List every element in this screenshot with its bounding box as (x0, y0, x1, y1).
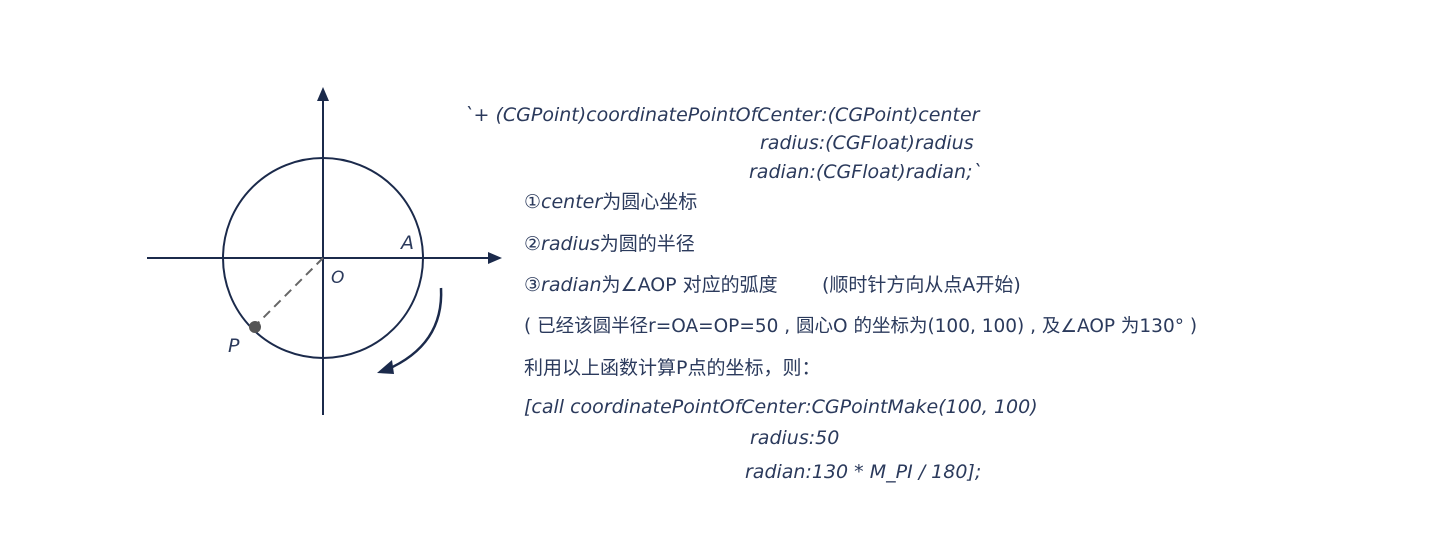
signature-line-1: `+ (CGPoint)coordinatePointOfCenter:(CGP… (464, 104, 980, 126)
circle (222, 157, 424, 359)
clockwise-arrow-head-icon (377, 360, 394, 374)
note-radian: ③radian为∠AOP 对应的弧度 (524, 276, 778, 295)
note-given-values: ( 已经该圆半径r=OA=OP=50 , 圆心O 的坐标为(100, 100) … (524, 316, 1198, 337)
note-center: ①center为圆心坐标 (524, 193, 697, 212)
x-axis-arrow-icon (488, 252, 502, 264)
call-line-3: radian:130 * M_PI / 180]; (745, 461, 982, 483)
note-2-text: 为圆的半径 (599, 233, 695, 255)
note-3-param: radian (541, 274, 602, 296)
note-2-mark: ② (524, 233, 542, 255)
note-3-text-a: 为∠AOP 对应的弧度 (601, 274, 778, 296)
label-o: O (331, 268, 344, 288)
note-1-param: center (541, 191, 603, 213)
note-compute-p: 利用以上函数计算P点的坐标，则： (524, 357, 821, 379)
note-radius: ②radius为圆的半径 (524, 235, 695, 254)
point-p (249, 321, 261, 333)
radius-op-dashed (254, 257, 324, 327)
call-line-1: [call coordinatePointOfCenter:CGPointMak… (524, 396, 1038, 418)
note-1-text: 为圆心坐标 (602, 191, 698, 213)
call-line-2: radius:50 (750, 427, 840, 449)
clockwise-arrow (385, 287, 443, 372)
note-3-mark: ③ (524, 274, 542, 296)
note-1-mark: ① (524, 191, 542, 213)
label-p: P (228, 335, 240, 357)
signature-line-3: radian:(CGFloat)radian;` (749, 161, 983, 183)
note-2-param: radius (541, 233, 600, 255)
note-radian-direction: (顺时针方向从点A开始) (822, 274, 1021, 296)
label-a: A (399, 232, 414, 254)
y-axis-arrow-icon (317, 87, 329, 101)
signature-line-2: radius:(CGFloat)radius (760, 132, 974, 154)
